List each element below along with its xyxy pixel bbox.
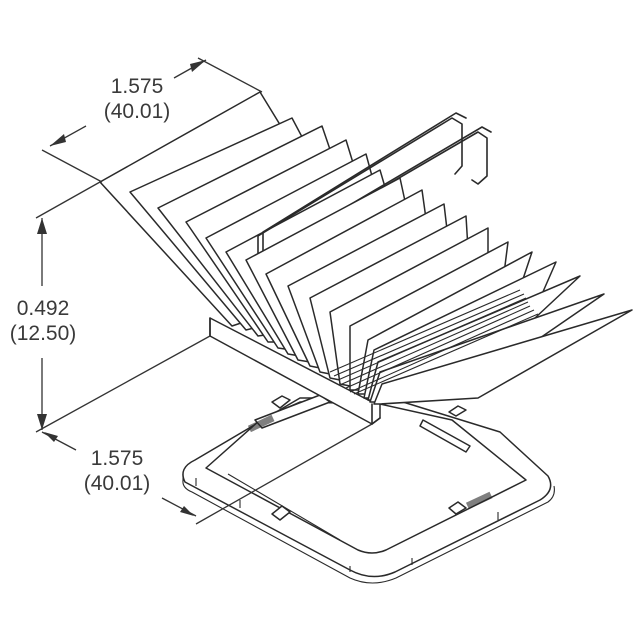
fins-right — [329, 251, 633, 405]
dim-height-label: 0.492 (12.50) — [0, 296, 90, 346]
dim-bottom-depth-label: 1.575 (40.01) — [62, 446, 172, 496]
dimension-height — [35, 181, 211, 433]
dim-top-width-inch: 1.575 — [110, 75, 164, 98]
dim-bottom-depth-mm: (40.01) — [83, 472, 151, 495]
dim-height-inch: 0.492 — [16, 297, 70, 320]
dimension-top-width — [41, 57, 263, 183]
mounting-frame — [182, 394, 555, 584]
dim-top-width-label: 1.575 (40.01) — [82, 74, 192, 124]
dim-top-width-mm: (40.01) — [103, 100, 171, 123]
dim-height-mm: (12.50) — [9, 322, 77, 345]
dimension-bottom-depth — [41, 423, 373, 525]
dim-bottom-depth-inch: 1.575 — [90, 447, 144, 470]
